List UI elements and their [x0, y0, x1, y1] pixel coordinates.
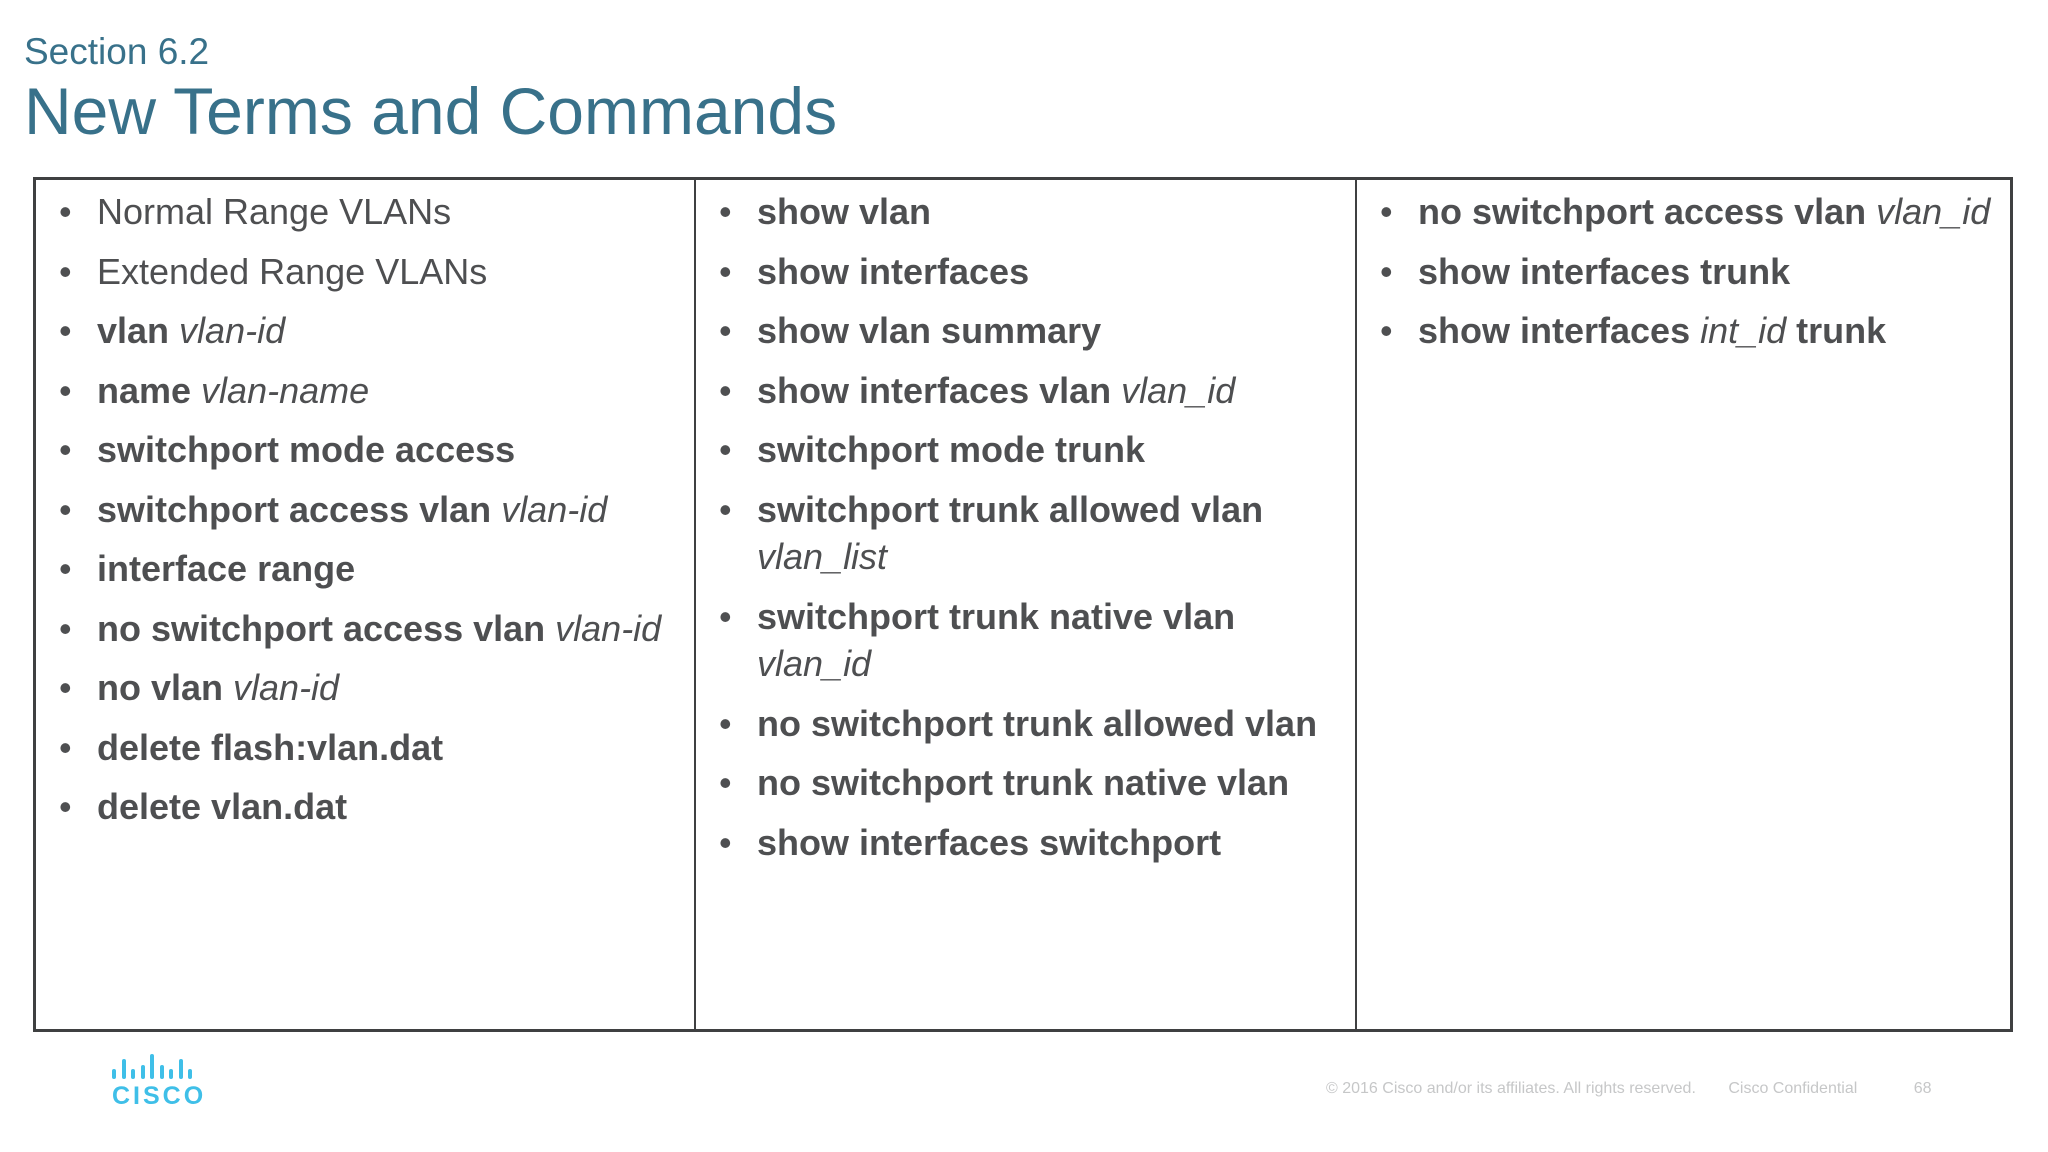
list-item: • show vlan summary — [717, 307, 1335, 355]
term-list-1: • Normal Range VLANs • Extended Range VLANs… — [57, 188, 674, 831]
term-list-3: • no switchport access vlan vlan_id • show … — [1378, 188, 1994, 355]
term-text: show vlan — [757, 191, 932, 232]
bullet-icon: • — [59, 726, 72, 768]
terms-table: • Normal Range VLANs • Extended Range VLANs… — [33, 177, 2013, 1032]
list-item: • show interfaces int_id trunk — [1378, 307, 1994, 355]
list-item: • Normal Range VLANs — [57, 188, 674, 236]
term-text: no switchport access vlan vlan_id — [1418, 191, 1991, 232]
list-item: • show interfaces trunk — [1378, 248, 1994, 296]
term-text: vlan vlan-id — [97, 310, 286, 352]
bullet-icon: • — [719, 821, 732, 863]
bullet-icon: • — [59, 667, 72, 709]
bullet-icon: • — [59, 369, 72, 411]
bullet-icon: • — [719, 191, 732, 232]
list-item: • show interfaces switchport — [717, 819, 1335, 867]
term-text: show interfaces vlan vlan_id — [757, 369, 1236, 411]
list-item: • show vlan — [717, 188, 1335, 236]
term-text: show interfaces — [757, 250, 1030, 292]
bullet-icon: • — [719, 310, 732, 352]
bullet-icon: • — [719, 369, 732, 411]
footer-meta: © 2016 Cisco and/or its affiliates. All … — [1326, 1080, 1932, 1098]
term-text: no switchport trunk allowed vlan — [757, 702, 1318, 744]
list-item: • no vlan vlan-id — [57, 664, 674, 712]
term-text: Extended Range VLANs — [97, 250, 488, 292]
bullet-icon: • — [719, 250, 732, 292]
term-text: interface range — [97, 548, 356, 590]
term-text: no switchport access vlan vlan-id — [97, 607, 662, 649]
term-text: show interfaces int_id trunk — [1418, 310, 1887, 352]
list-item: • no switchport trunk native vlan — [717, 759, 1335, 807]
list-item: • interface range — [57, 545, 674, 593]
list-item: • no switchport access vlan vlan_id — [1378, 188, 1994, 236]
bullet-icon: • — [59, 786, 72, 828]
bullet-icon: • — [59, 429, 72, 471]
list-item: • delete vlan.dat — [57, 783, 674, 831]
cisco-logo: CISCO — [112, 1053, 207, 1111]
table-column-1: • Normal Range VLANs • Extended Range VLANs… — [36, 180, 696, 1029]
list-item: • switchport mode access — [57, 426, 674, 474]
list-item: • no switchport access vlan vlan-id — [57, 605, 674, 653]
confidential-label: Cisco Confidential — [1728, 1080, 1858, 1097]
page-title: New Terms and Commands — [24, 74, 838, 149]
term-text: no switchport trunk native vlan — [757, 762, 1290, 804]
list-item: • Extended Range VLANs — [57, 248, 674, 296]
bullet-icon: • — [719, 762, 732, 804]
term-text: delete flash:vlan.dat — [97, 726, 444, 768]
list-item: • show interfaces — [717, 248, 1335, 296]
list-item: • delete flash:vlan.dat — [57, 724, 674, 772]
term-text: show interfaces trunk — [1418, 250, 1791, 292]
bullet-icon: • — [59, 191, 72, 232]
bullet-icon: • — [59, 488, 72, 530]
bullet-icon: • — [719, 702, 732, 744]
bullet-icon: • — [59, 548, 72, 590]
list-item: • switchport access vlan vlan-id — [57, 486, 674, 534]
term-text: name vlan-name — [97, 369, 370, 411]
term-text: switchport mode trunk — [757, 429, 1146, 471]
table-column-3: • no switchport access vlan vlan_id • show … — [1357, 180, 2010, 1029]
term-text: switchport trunk native vlan vlan_id — [757, 595, 1236, 685]
bullet-icon: • — [59, 310, 72, 352]
term-text: show vlan summary — [757, 310, 1102, 352]
term-text: switchport trunk allowed vlan vlan_list — [757, 488, 1264, 578]
list-item: • vlan vlan-id — [57, 307, 674, 355]
term-text: switchport mode access — [97, 429, 516, 471]
bullet-icon: • — [59, 250, 72, 292]
bullet-icon: • — [59, 607, 72, 649]
term-list-2: • show vlan • show interfaces • show vlan sum… — [717, 188, 1335, 866]
bullet-icon: • — [719, 595, 732, 637]
bullet-icon: • — [719, 488, 732, 530]
list-item: • no switchport trunk allowed vlan — [717, 700, 1335, 748]
term-text: Normal Range VLANs — [97, 191, 452, 232]
page-number: 68 — [1913, 1080, 1932, 1097]
list-item: • switchport trunk allowed vlan vlan_list — [717, 486, 1335, 581]
bullet-icon: • — [1380, 250, 1393, 292]
cisco-logo-icon — [112, 1053, 192, 1079]
list-item: • name vlan-name — [57, 367, 674, 415]
bullet-icon: • — [1380, 310, 1393, 352]
table-column-2: • show vlan • show interfaces • show vlan sum… — [696, 180, 1357, 1029]
list-item: • show interfaces vlan vlan_id — [717, 367, 1335, 415]
cisco-logo-text: CISCO — [112, 1082, 207, 1110]
bullet-icon: • — [719, 429, 732, 471]
term-text: show interfaces switchport — [757, 821, 1222, 863]
bullet-icon: • — [1380, 191, 1393, 232]
term-text: switchport access vlan vlan-id — [97, 488, 608, 530]
list-item: • switchport mode trunk — [717, 426, 1335, 474]
copyright-text: © 2016 Cisco and/or its affiliates. All … — [1326, 1080, 1696, 1097]
term-text: no vlan vlan-id — [97, 667, 340, 709]
section-label: Section 6.2 — [24, 31, 210, 72]
term-text: delete vlan.dat — [97, 786, 348, 828]
slide-header: Section 6.2 New Terms and Commands — [24, 30, 837, 150]
list-item: • switchport trunk native vlan vlan_id — [717, 593, 1335, 688]
